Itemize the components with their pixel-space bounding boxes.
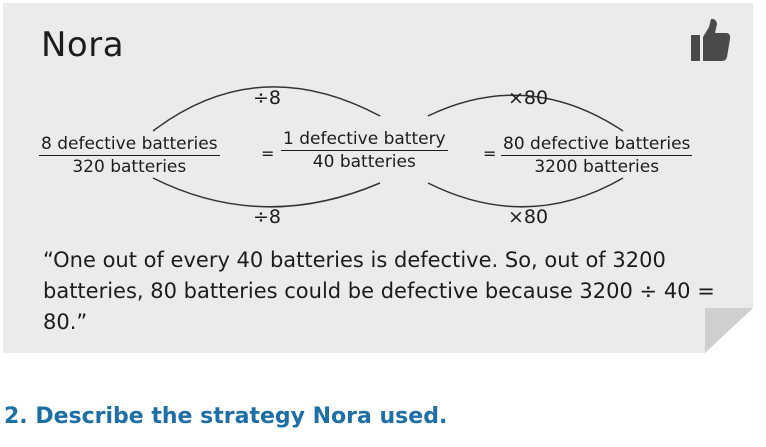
multiply-top-label: ×80	[508, 87, 549, 109]
fraction-1-denominator: 320 batteries	[72, 157, 187, 177]
fraction-1: 8 defective batteries 320 batteries	[39, 134, 220, 177]
equals-sign-2: =	[483, 144, 497, 163]
question-text: Describe the strategy Nora used.	[35, 404, 448, 429]
question-prompt: 2. Describe the strategy Nora used.	[4, 404, 447, 429]
fraction-2-numerator: 1 defective battery	[281, 129, 448, 151]
fraction-3-numerator: 80 defective batteries	[501, 134, 693, 156]
divide-top-label: ÷8	[253, 87, 282, 109]
student-name: Nora	[41, 25, 125, 65]
thumbs-up-icon[interactable]	[689, 17, 731, 63]
question-number: 2.	[4, 404, 28, 429]
multiply-bottom-label: ×80	[508, 206, 549, 228]
fraction-1-numerator: 8 defective batteries	[39, 134, 220, 156]
student-work-card: Nora ÷8 ÷8 ×80 ×80 8 defective batteries…	[3, 3, 753, 353]
fraction-3-denominator: 3200 batteries	[534, 157, 660, 177]
fraction-2-denominator: 40 batteries	[312, 152, 416, 172]
student-explanation: “One out of every 40 batteries is defect…	[43, 248, 715, 334]
fraction-arcs	[152, 86, 624, 208]
fraction-2: 1 defective battery 40 batteries	[281, 129, 448, 172]
equals-sign-1: =	[261, 144, 275, 163]
page-curl	[705, 308, 753, 353]
fraction-3: 80 defective batteries 3200 batteries	[501, 134, 693, 177]
divide-bottom-label: ÷8	[253, 206, 282, 228]
